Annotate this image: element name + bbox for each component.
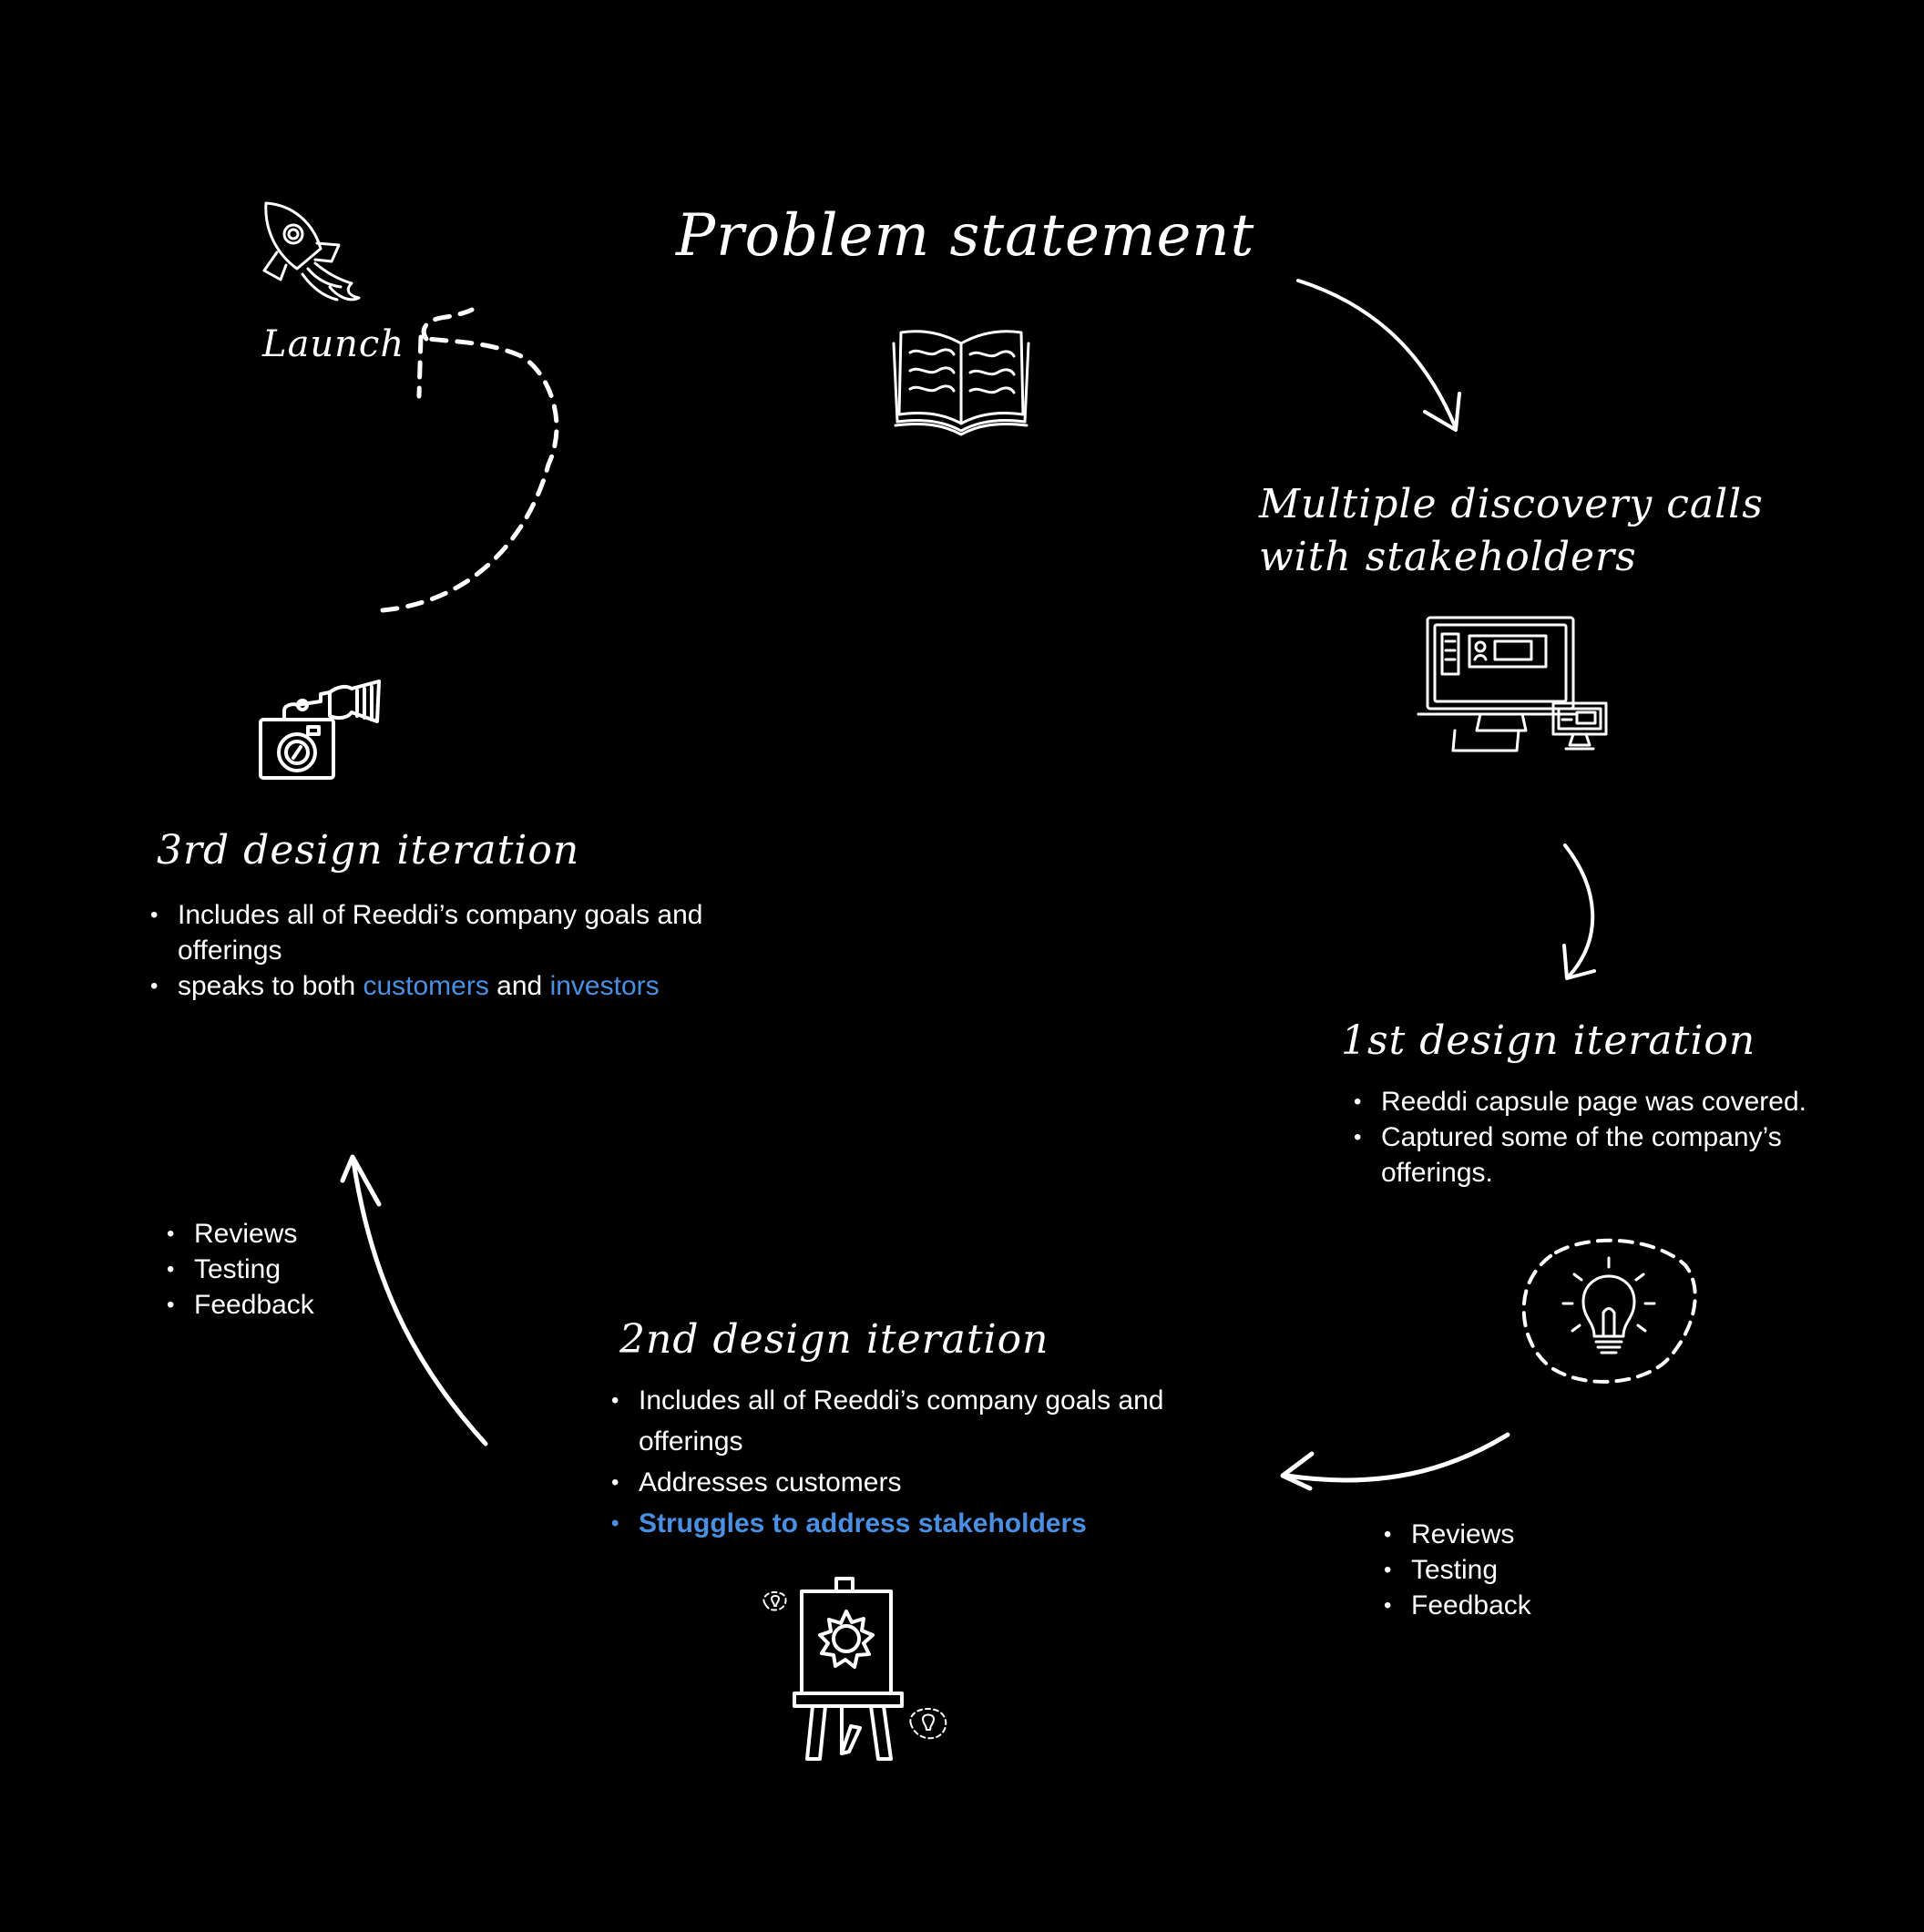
iteration3-bullet-text: and [488, 971, 550, 1001]
problem-statement-title: Problem statement [676, 202, 1255, 270]
iteration2-bullet-stakeholders: Struggles to address stakeholders [608, 1503, 1191, 1544]
camera-icon [257, 674, 384, 783]
feedback-testing: Testing [163, 1252, 314, 1287]
iteration1-bullet: Reeddi capsule page was covered. [1350, 1084, 1860, 1119]
arrow-to-discovery [1296, 279, 1461, 432]
iteration1-feedback-list: Reviews Testing Feedback [1380, 1517, 1531, 1623]
iteration2-bullet-goals: Includes all of Reeddi’s company goals a… [608, 1380, 1191, 1462]
iteration1-bullets: Reeddi capsule page was covered. Capture… [1350, 1084, 1860, 1191]
arrow-to-iteration1 [1562, 843, 1596, 980]
arrow-to-iteration2 [1280, 1432, 1510, 1491]
iteration2-bullet-customers: Addresses customers [608, 1462, 1191, 1503]
discovery-title-line1: Multiple discovery calls [1259, 481, 1764, 527]
feedback-reviews: Reviews [163, 1216, 314, 1252]
iteration3-bullet-text: speaks to both [178, 971, 363, 1001]
iteration3-title: 3rd design iteration [157, 827, 580, 874]
feedback-testing: Testing [1380, 1552, 1531, 1588]
open-book-icon [888, 323, 1034, 437]
dashed-path-to-launch [380, 307, 559, 613]
discovery-title: Multiple discovery calls with stakeholde… [1259, 478, 1764, 584]
discovery-title-line2: with stakeholders [1259, 534, 1637, 580]
iteration3-bullets: Includes all of Reeddi’s company goals a… [147, 897, 730, 1004]
investors-highlight: investors [549, 971, 660, 1001]
iteration2-bullets: Includes all of Reeddi’s company goals a… [608, 1380, 1191, 1544]
easel-icon [747, 1571, 966, 1767]
arrow-to-iteration3 [340, 1154, 488, 1446]
iteration3-feedback-list: Reviews Testing Feedback [163, 1216, 314, 1323]
iteration3-bullet-audience: speaks to both customers and investors [147, 968, 730, 1004]
feedback-reviews: Reviews [1380, 1517, 1531, 1552]
iteration1-bullet: Captured some of the company’s offerings… [1350, 1119, 1860, 1191]
feedback-feedback: Feedback [1380, 1588, 1531, 1623]
customers-highlight: customers [363, 971, 489, 1001]
computer-monitor-icon [1417, 612, 1610, 758]
lightbulb-icon [1520, 1234, 1702, 1389]
iteration1-title: 1st design iteration [1341, 1017, 1756, 1064]
feedback-feedback: Feedback [163, 1287, 314, 1323]
iteration2-title: 2nd design iteration [619, 1316, 1049, 1363]
launch-label: Launch [262, 323, 405, 365]
iteration3-bullet-goals: Includes all of Reeddi’s company goals a… [147, 897, 730, 968]
rocket-icon [257, 196, 366, 310]
